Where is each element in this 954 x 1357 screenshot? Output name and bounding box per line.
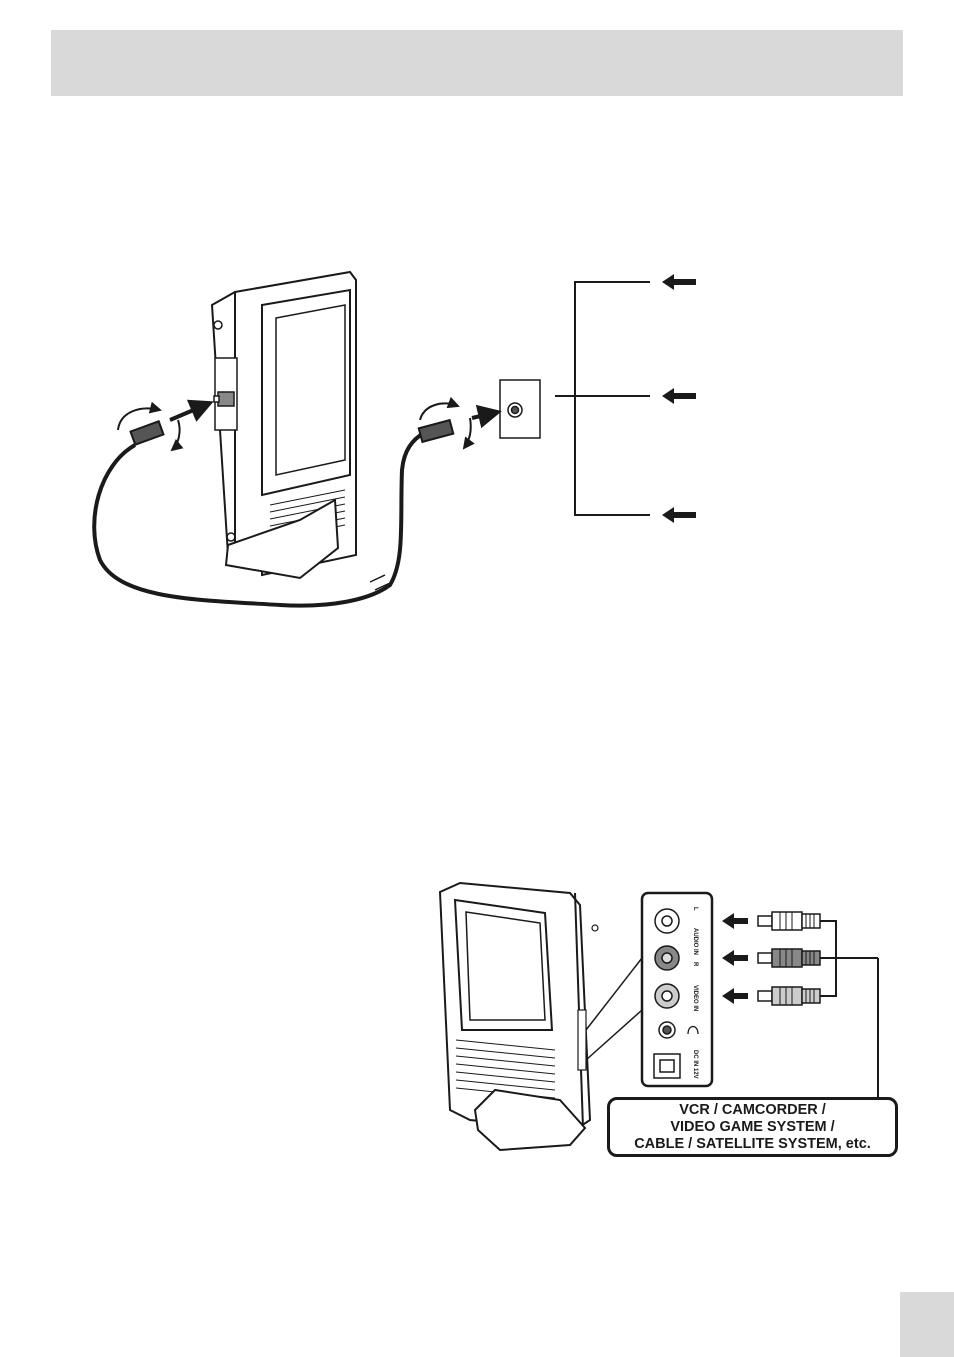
page-tab	[900, 1292, 954, 1357]
callout-lines	[585, 957, 643, 1061]
signal-source-bracket	[555, 281, 650, 516]
coaxial-cable	[92, 430, 427, 608]
port-label-audio-right: R	[692, 962, 698, 967]
source-arrows	[662, 274, 696, 523]
headphone-icon	[687, 1025, 699, 1035]
header-band	[51, 30, 903, 96]
port-label-audio-in: AUDIO IN	[692, 928, 698, 955]
tv-side-view	[210, 270, 357, 580]
rca-jacks	[653, 908, 681, 1079]
device-caption-box: VCR / CAMCORDER / VIDEO GAME SYSTEM / CA…	[607, 1097, 898, 1157]
input-arrows	[722, 913, 748, 1004]
tv-front-view	[438, 881, 599, 1152]
rca-plugs	[757, 911, 821, 1006]
plug-in-arrow-wall	[471, 404, 502, 429]
port-label-audio-left: L	[692, 907, 698, 911]
tv-antenna-jack	[213, 391, 235, 407]
tv-cable-plug	[117, 401, 184, 452]
caption-line-3: CABLE / SATELLITE SYSTEM, etc.	[634, 1135, 871, 1152]
caption-line-1: VCR / CAMCORDER /	[679, 1101, 826, 1118]
wall-cable-plug	[417, 396, 475, 450]
port-label-video-in: VIDEO IN	[692, 985, 698, 1012]
caption-line-2: VIDEO GAME SYSTEM /	[670, 1118, 835, 1135]
plug-in-arrow-tv	[169, 399, 214, 422]
port-label-dc-in: DC IN 12V	[692, 1050, 698, 1079]
av-cable	[820, 920, 879, 1097]
wall-outlet	[499, 379, 541, 439]
